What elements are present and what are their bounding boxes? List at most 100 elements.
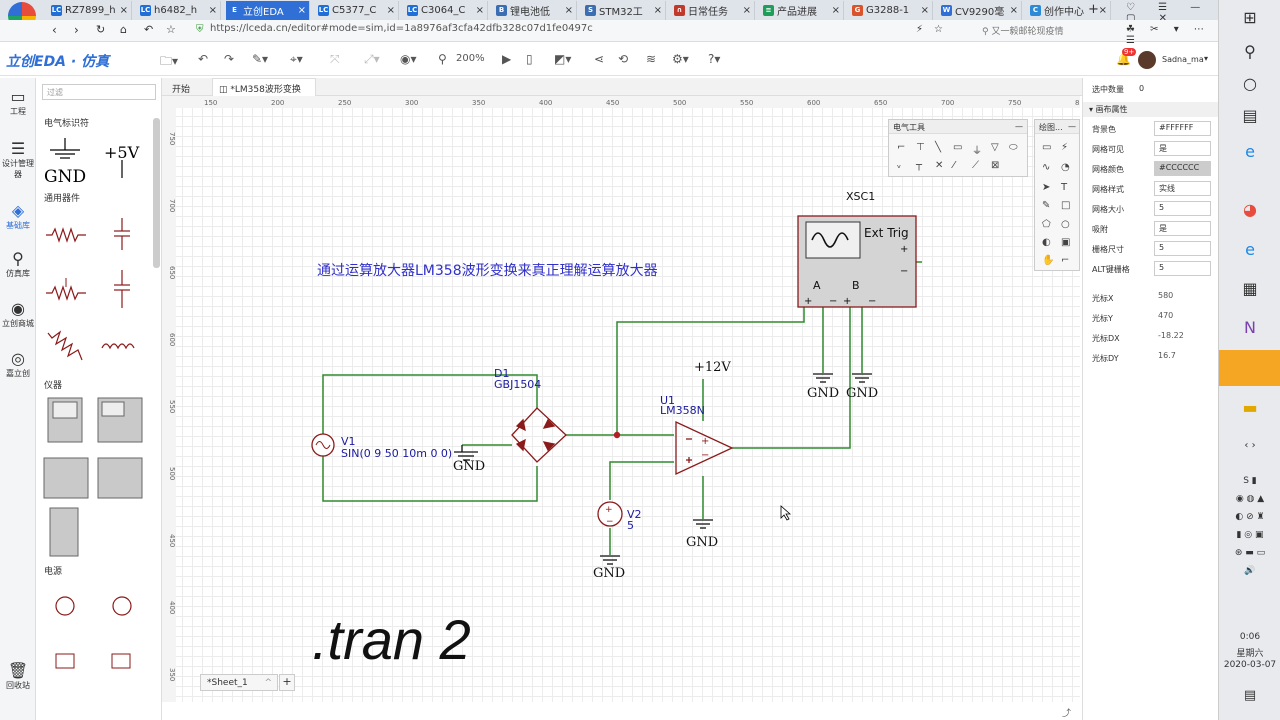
pin-icon[interactable]: ⌖▾	[290, 52, 303, 66]
group-icon[interactable]: ⊠	[991, 160, 1000, 171]
back-icon[interactable]: ‹	[52, 23, 57, 37]
browser-tab[interactable]: ≡产品进展×	[760, 1, 844, 20]
probe-icon[interactable]: ⁄	[953, 160, 955, 171]
edge-app-icon-2[interactable]: e	[1245, 240, 1255, 259]
library-parts[interactable]: GND +5V	[36, 128, 154, 708]
run-icon[interactable]: ▶	[502, 52, 512, 66]
sheet-tab[interactable]: *Sheet_1^	[200, 674, 278, 691]
text-tool-icon[interactable]: T	[1061, 182, 1068, 193]
tab-close-icon[interactable]: ×	[742, 5, 751, 16]
user-name[interactable]: Sadna_ma	[1162, 55, 1204, 64]
corner-tool-icon[interactable]: ⌐	[1061, 255, 1070, 266]
tab-close-icon[interactable]: ×	[208, 5, 217, 16]
wire-icon[interactable]: ⌐	[897, 142, 906, 153]
notification-center-icon[interactable]: ▤	[1243, 688, 1257, 703]
property-value[interactable]: #CCCCCC	[1154, 161, 1211, 176]
avatar[interactable]	[1138, 51, 1156, 69]
no-connect-icon[interactable]: ✕	[935, 160, 944, 171]
bezier-tool-icon[interactable]: ∿	[1042, 162, 1051, 173]
tab-close-icon[interactable]: ×	[1009, 5, 1018, 16]
gnd-tool-icon[interactable]: ⏚	[972, 146, 982, 157]
rail-item[interactable]: ◎嘉立创	[0, 350, 36, 379]
url-field[interactable]: https://lceda.cn/editor#mode=sim,id=1a89…	[210, 23, 593, 34]
pie-tool-icon[interactable]: ◐	[1042, 237, 1051, 248]
image-tool-icon[interactable]: ▭	[1042, 142, 1052, 153]
folder-icon[interactable]: 🗀▾	[160, 54, 179, 68]
clock-date[interactable]: 2020-03-07	[1223, 660, 1277, 670]
tab-close-icon[interactable]: ×	[653, 5, 662, 16]
palette-minimize-icon[interactable]: —	[1015, 122, 1023, 131]
rect-tool-icon[interactable]: □	[1061, 200, 1071, 211]
flag-icon[interactable]: ⬭	[1009, 142, 1018, 153]
help-icon[interactable]: ?▾	[708, 52, 721, 66]
star-icon[interactable]: ☆	[166, 23, 176, 36]
onenote-icon[interactable]: N	[1244, 318, 1256, 337]
calculator-icon[interactable]: ▦	[1242, 279, 1258, 298]
share-icon[interactable]: ⋖	[594, 52, 605, 66]
line-icon[interactable]: ╲	[935, 142, 942, 153]
pan-tool-icon[interactable]: ✋	[1042, 255, 1055, 266]
zoom-level[interactable]: 200%	[456, 53, 485, 64]
rail-item[interactable]: ▭工程	[0, 88, 36, 117]
net-tool-icon[interactable]: ⤢▾	[364, 52, 380, 66]
tray-arrows-icon[interactable]: ‹ ›	[1244, 440, 1256, 451]
sheet-close-icon[interactable]: ^	[264, 678, 272, 688]
freehand-tool-icon[interactable]: ✎	[1042, 200, 1051, 211]
palette2-minimize-icon[interactable]: —	[1068, 122, 1076, 131]
tab-close-icon[interactable]: ×	[564, 5, 573, 16]
search-box[interactable]: ⚲ 又一毅邮轮现疫情	[982, 24, 1092, 37]
polyline-tool-icon[interactable]: ⚡	[1061, 142, 1069, 153]
task-view-icon[interactable]: ▤	[1242, 106, 1258, 125]
reload-icon[interactable]: ↻	[96, 23, 106, 36]
tab-close-icon[interactable]: ×	[831, 5, 840, 16]
search-task-icon[interactable]: ⚲	[1244, 42, 1256, 61]
rail-item[interactable]: 🗑回收站	[0, 662, 36, 691]
edge-app-icon[interactable]: e	[1245, 142, 1255, 161]
property-value[interactable]: #FFFFFF	[1154, 121, 1211, 136]
tray-icons[interactable]: S ▮◉ ◍ ▲◐ ⊘ ♜▮ ◎ ▣⊛ ▬ ▭🔊	[1234, 476, 1266, 576]
power-tool-icon[interactable]: ┬	[916, 160, 923, 171]
filter-input[interactable]: 过滤	[42, 84, 156, 100]
wire-tool-icon[interactable]: ⤧	[330, 52, 340, 66]
layers-icon[interactable]: ≋	[646, 52, 657, 66]
netlabel-icon[interactable]: ▭	[953, 142, 963, 153]
property-value[interactable]: 5	[1154, 241, 1211, 256]
library-scrollbar[interactable]	[153, 118, 160, 268]
bolt-icon[interactable]: ⚡	[916, 24, 924, 35]
app-logo[interactable]: 立创EDA · 仿真	[6, 54, 110, 70]
voltage-probe-icon[interactable]: ⟋	[972, 160, 979, 171]
tab-current[interactable]: ◫ *LM358波形变换	[212, 78, 316, 96]
clock-day[interactable]: 星期六	[1236, 649, 1264, 659]
add-sheet-button[interactable]: +	[279, 674, 295, 691]
property-value[interactable]: 5	[1154, 261, 1211, 276]
schematic-canvas[interactable]	[162, 96, 1080, 702]
arc-tool-icon[interactable]: ◔	[1061, 162, 1070, 173]
tab-close-icon[interactable]: ×	[475, 5, 484, 16]
window-controls[interactable]: ♡ ☰ — ▢ ✕	[1126, 2, 1211, 24]
forward-icon[interactable]: ›	[74, 23, 79, 37]
rail-item[interactable]: ◉立创商城	[0, 300, 36, 329]
undo-close-icon[interactable]: ↶	[144, 23, 154, 36]
property-value[interactable]: 5	[1154, 201, 1211, 216]
tab-close-icon[interactable]: ×	[1098, 5, 1107, 16]
ellipse-tool-icon[interactable]: ○	[1061, 219, 1070, 230]
property-value[interactable]: 是	[1154, 221, 1211, 236]
vcc-tool-icon[interactable]: ᵥ	[897, 160, 902, 171]
zoom-icon[interactable]: ⚲	[438, 52, 447, 66]
bookmark-star-icon[interactable]: ☆	[934, 24, 943, 35]
tab-close-icon[interactable]: ×	[920, 5, 929, 16]
history-icon[interactable]: ⟲	[618, 52, 629, 66]
bus-icon[interactable]: ⊤	[916, 142, 925, 153]
cortana-icon[interactable]: ○	[1243, 74, 1257, 93]
rail-item[interactable]: ⚲仿真库	[0, 250, 36, 279]
clock-time[interactable]: 0:06	[1239, 632, 1261, 642]
picture-tool-icon[interactable]: ▣	[1061, 237, 1071, 248]
user-menu-chevron-icon[interactable]: ▾	[1204, 54, 1209, 63]
windows-start-icon[interactable]: ⊞	[1243, 8, 1257, 27]
